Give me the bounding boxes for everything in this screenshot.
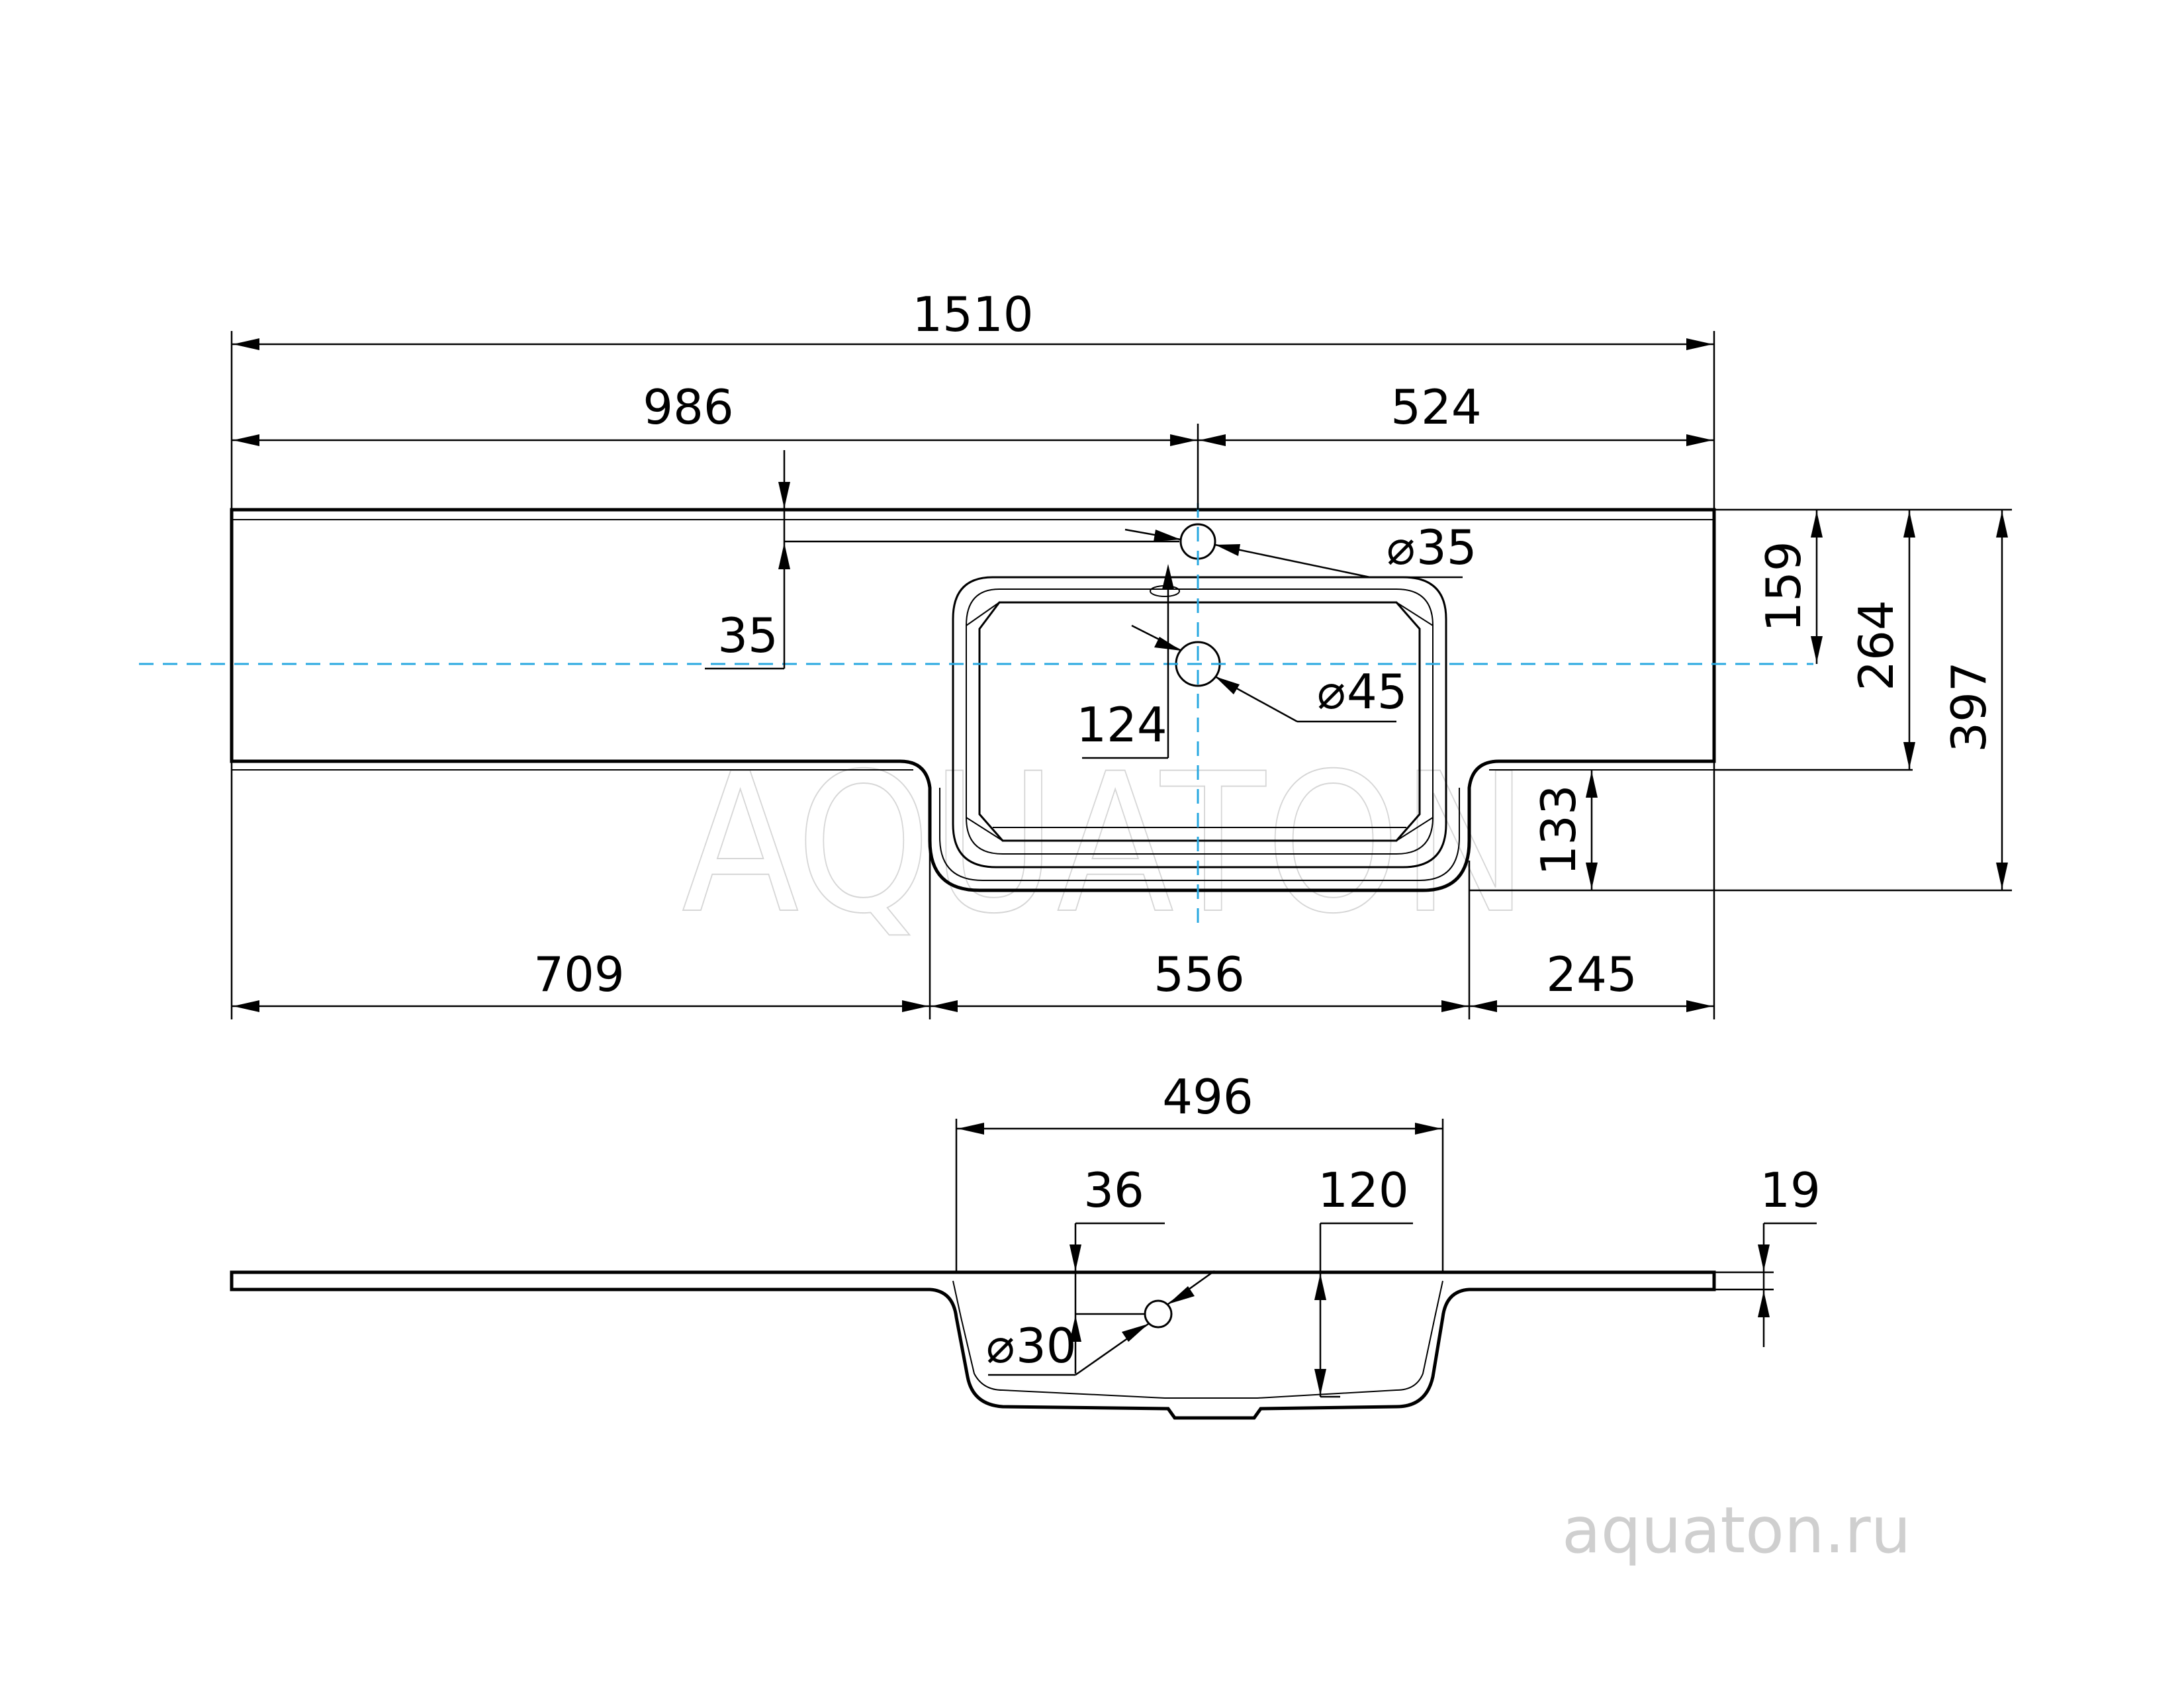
dimension-arrow	[931, 1000, 958, 1012]
dimension-label-drain-from-back: 159	[1756, 541, 1811, 632]
dimension-arrow	[1314, 1274, 1326, 1300]
dimension-arrow	[1471, 1000, 1497, 1012]
countertop-outline	[230, 508, 1716, 892]
diameter-symbol: ⌀	[1387, 520, 1415, 575]
dimension-arrow	[1415, 1123, 1441, 1135]
side-section-outline	[230, 1270, 1716, 1420]
dimension-label-left-to-tap: 986	[643, 379, 733, 435]
dimension-arrow	[778, 543, 790, 569]
dimension-arrow	[1811, 511, 1823, 538]
basin-corner	[966, 817, 1003, 841]
dimension-arrow	[958, 1123, 984, 1135]
dimension-arrow	[1215, 544, 1240, 556]
dimension-arrow	[1154, 530, 1181, 541]
dimension-label-total-depth: 397	[1941, 661, 1997, 752]
dimension-label-right-wing: 245	[1546, 947, 1637, 1002]
dimension-label-bowl-projection: 133	[1531, 784, 1586, 875]
dimension-label-bowl-depth: 120	[1318, 1162, 1408, 1218]
watermark: AQUATON	[682, 733, 1529, 956]
dimension-arrow	[1154, 637, 1181, 651]
dimension-arrow	[1996, 511, 2008, 538]
bowl-wall-outer	[939, 788, 1460, 881]
dimension-label-top-depth: 264	[1848, 600, 1904, 690]
dimension-arrow	[1903, 511, 1915, 538]
basin-corner	[1396, 602, 1433, 626]
dimension-arrow	[1170, 434, 1197, 446]
dimension-arrow	[1199, 434, 1226, 446]
top-view	[230, 508, 1716, 892]
dimension-label-top-thickness: 19	[1760, 1162, 1821, 1218]
dimension-label-bowl-inner-width: 496	[1162, 1069, 1253, 1125]
dimension-label-tap-offset: 35	[717, 608, 778, 663]
leader-line	[1214, 543, 1371, 579]
dimension-label-overflow-hole: 30	[1016, 1318, 1077, 1374]
dimension-arrow	[233, 338, 259, 350]
dimension-arrow	[1441, 1000, 1468, 1012]
dimension-arrow	[233, 434, 259, 446]
bowl-rim	[952, 576, 1447, 868]
dimension-label-overall-length: 1510	[912, 287, 1033, 342]
dimension-label-left-wing: 709	[533, 947, 624, 1002]
dimension-arrow	[1314, 1369, 1326, 1395]
diameter-symbol: ⌀	[1317, 664, 1345, 720]
dimension-arrow	[778, 482, 790, 508]
dimension-arrow	[1215, 677, 1240, 694]
dimension-arrow	[1996, 863, 2008, 889]
dimension-label-tap-to-right: 524	[1390, 379, 1481, 435]
diameter-symbol: ⌀	[986, 1318, 1015, 1374]
site-url: aquaton.ru	[1562, 1493, 1911, 1568]
dimension-arrow	[1168, 1286, 1195, 1304]
dimension-arrow	[1686, 434, 1713, 446]
dimension-arrow	[1069, 1244, 1081, 1271]
dimension-arrow	[1586, 771, 1598, 798]
dimension-arrow	[1686, 338, 1713, 350]
dimension-arrow	[1162, 564, 1174, 589]
overflow-hole	[1144, 1299, 1173, 1329]
dimension-label-tap-hole: 35	[1416, 520, 1477, 575]
dimension-label-overflow-offset: 36	[1083, 1162, 1144, 1218]
bowl-rim-inner	[966, 588, 1433, 855]
dimension-label-bowl-width: 556	[1154, 947, 1244, 1002]
dimension-arrow	[1811, 636, 1823, 663]
dimension-arrow	[1758, 1291, 1770, 1317]
dimension-arrow	[902, 1000, 929, 1012]
dimension-arrow	[1586, 863, 1598, 889]
dimension-label-drain-offset: 124	[1076, 697, 1167, 753]
side-view	[230, 1270, 1716, 1420]
dimension-arrow	[1758, 1244, 1770, 1271]
dimension-label-drain-hole: 45	[1347, 664, 1408, 720]
dimension-arrow	[1122, 1324, 1148, 1342]
basin-corner	[966, 602, 1000, 626]
side-basin-inner	[952, 1280, 1443, 1399]
dimension-arrow	[1903, 742, 1915, 769]
dimension-arrow	[233, 1000, 259, 1012]
dimension-arrow	[1686, 1000, 1713, 1012]
dimension-arrow	[1069, 1315, 1081, 1342]
basin-corner	[1396, 817, 1433, 841]
